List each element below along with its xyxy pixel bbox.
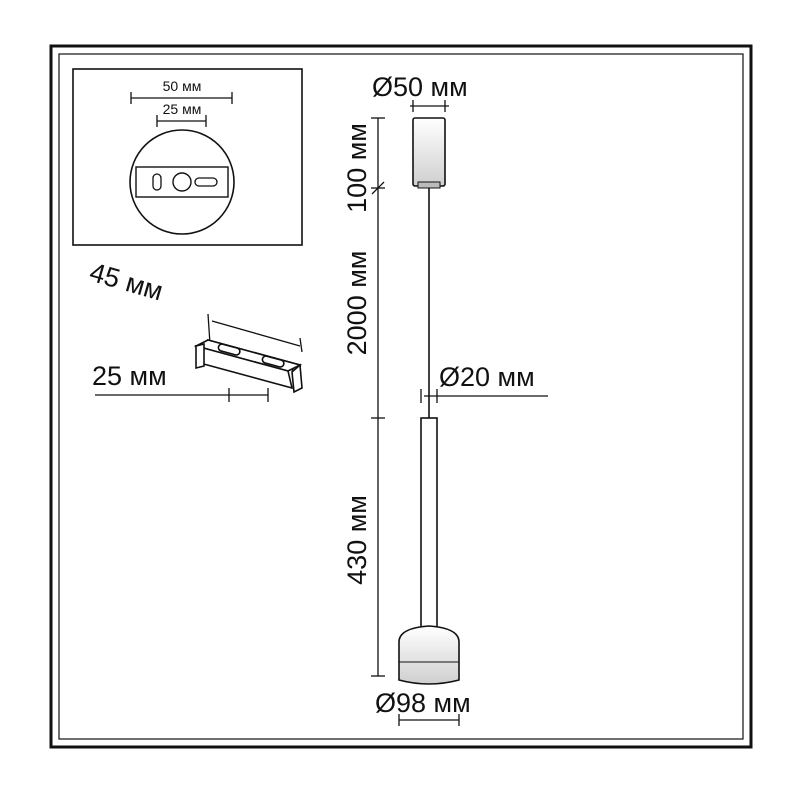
bracket-hole-spacing-label: 25 мм (92, 361, 167, 391)
bracket-length-label: 45 мм (86, 257, 166, 306)
body-height-label: 430 мм (342, 495, 372, 585)
mounting-bracket: 45 мм 25 мм (86, 257, 303, 402)
body-diameter-label: Ø20 мм (439, 362, 535, 392)
mount-detail-inset: 50 мм 25 мм (72, 68, 303, 246)
canopy (412, 117, 446, 187)
canopy-height-label: 100 мм (342, 123, 372, 213)
cable-length-label: 2000 мм (342, 251, 372, 356)
inner-frame (58, 53, 744, 740)
mount-outer-width-label: 50 мм (163, 78, 202, 94)
mount-inner-width-label: 25 мм (163, 101, 202, 117)
height-dimension-chain: 100 мм 2000 мм 430 мм (342, 117, 385, 677)
canopy-diameter-label: Ø50 мм (372, 72, 468, 102)
shade-diameter-label: Ø98 мм (375, 688, 471, 718)
outer-frame (49, 44, 753, 749)
center-hole (172, 172, 192, 192)
lamp-body (420, 417, 438, 634)
lamp-shade (398, 625, 460, 685)
slot-hole-right (194, 177, 218, 187)
pendant-lamp (398, 117, 460, 685)
slot-hole-left (152, 173, 162, 191)
